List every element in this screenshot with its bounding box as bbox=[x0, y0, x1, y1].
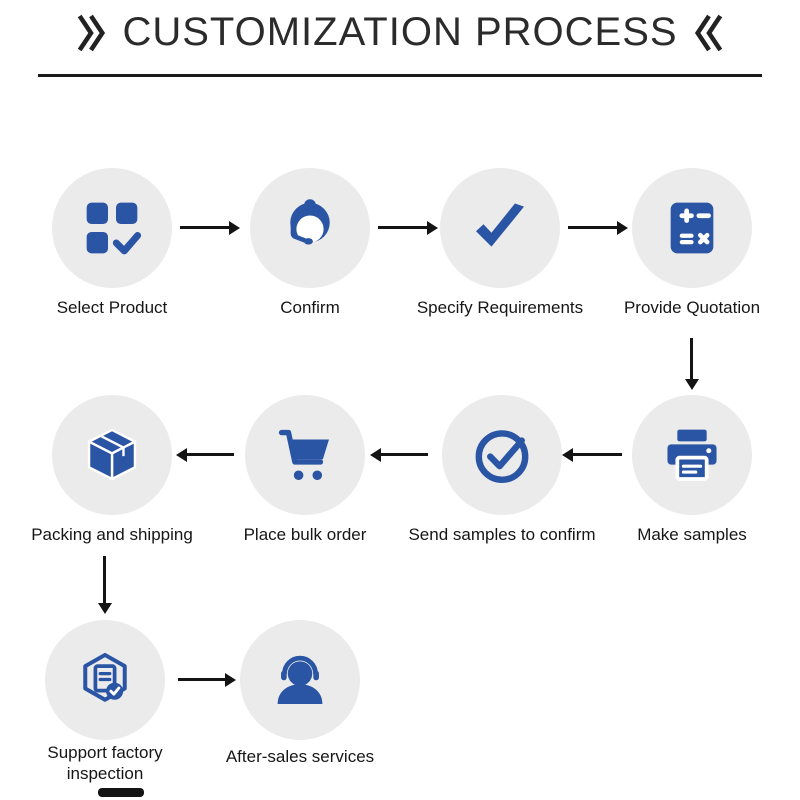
bottom-indicator bbox=[98, 788, 144, 797]
inspection-certificate-icon bbox=[83, 652, 127, 702]
step-label-factory-inspection: Support factory inspection bbox=[47, 743, 163, 784]
arrow-quotation-to-samples bbox=[690, 338, 693, 380]
step-factory-inspection bbox=[45, 620, 165, 740]
double-chevron-right-icon bbox=[78, 14, 106, 51]
step-select-product bbox=[52, 168, 172, 288]
checkmark-icon bbox=[476, 203, 524, 247]
step-label-send-samples: Send samples to confirm bbox=[408, 525, 596, 544]
step-packing-shipping bbox=[52, 395, 172, 515]
arrow-send-to-bulk-order bbox=[380, 453, 428, 456]
arrow-bulk-order-to-packing bbox=[186, 453, 234, 456]
step-label-make-samples: Make samples bbox=[637, 525, 747, 544]
headset-person-icon bbox=[277, 655, 323, 704]
select-product-icon bbox=[86, 202, 142, 255]
arrow-inspection-to-after-sales bbox=[178, 678, 226, 681]
step-after-sales bbox=[240, 620, 360, 740]
step-place-bulk-order bbox=[245, 395, 365, 515]
page-title: CUSTOMIZATION PROCESS bbox=[122, 10, 678, 54]
check-circle-icon bbox=[475, 430, 529, 484]
step-specify-requirements bbox=[440, 168, 560, 288]
arrow-specify-to-quotation bbox=[568, 226, 618, 229]
arrow-packing-to-inspection bbox=[103, 556, 106, 604]
step-make-samples bbox=[632, 395, 752, 515]
step-label-after-sales: After-sales services bbox=[225, 747, 375, 766]
step-label-place-bulk-order: Place bulk order bbox=[243, 525, 367, 544]
step-send-samples bbox=[442, 395, 562, 515]
step-confirm bbox=[250, 168, 370, 288]
step-label-confirm: Confirm bbox=[280, 298, 340, 317]
arrow-select-to-confirm bbox=[180, 226, 230, 229]
printer-icon bbox=[667, 429, 717, 481]
double-chevron-left-icon bbox=[694, 14, 722, 51]
page-title-row: CUSTOMIZATION PROCESS bbox=[0, 10, 800, 55]
calculator-icon bbox=[670, 202, 714, 254]
arrow-samples-to-send bbox=[572, 453, 622, 456]
step-label-packing-shipping: Packing and shipping bbox=[31, 525, 193, 544]
package-box-icon bbox=[87, 428, 137, 481]
step-label-specify-requirements: Specify Requirements bbox=[416, 298, 584, 317]
step-label-provide-quotation: Provide Quotation bbox=[623, 298, 761, 317]
step-label-select-product: Select Product bbox=[56, 298, 168, 317]
title-divider bbox=[38, 74, 762, 77]
shopping-cart-icon bbox=[278, 429, 329, 481]
arrow-confirm-to-specify bbox=[378, 226, 428, 229]
customer-service-icon bbox=[290, 199, 330, 245]
step-provide-quotation bbox=[632, 168, 752, 288]
